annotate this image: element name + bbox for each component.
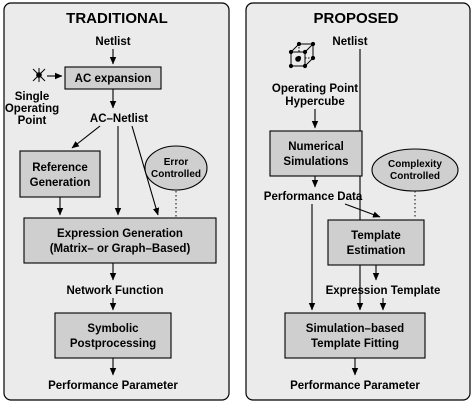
single-op-line3: Point bbox=[18, 115, 47, 127]
op-hypercube-line2: Hypercube bbox=[285, 96, 344, 108]
expression-template-label: Expression Template bbox=[326, 285, 441, 297]
traditional-title: TRADITIONAL bbox=[66, 10, 168, 27]
expression-generation-line2: (Matrix– or Graph–Based) bbox=[50, 243, 191, 255]
ac-expansion-label: AC expansion bbox=[75, 73, 152, 85]
operating-point-star-icon bbox=[32, 68, 46, 82]
error-controlled-line2: Controlled bbox=[151, 169, 201, 180]
single-op-line2: Operating bbox=[5, 103, 59, 115]
template-estimation-line2: Estimation bbox=[347, 245, 406, 257]
single-op-line1: Single bbox=[15, 91, 50, 103]
expression-generation-box bbox=[23, 217, 217, 264]
reference-generation-line2: Generation bbox=[30, 177, 91, 189]
traditional-performance-parameter: Performance Parameter bbox=[48, 380, 178, 392]
template-fitting-line1: Simulation–based bbox=[306, 323, 404, 335]
symbolic-postprocessing-box bbox=[54, 312, 172, 359]
reference-generation-line1: Reference bbox=[32, 162, 88, 174]
proposed-title: PROPOSED bbox=[313, 10, 398, 27]
numerical-simulations-line1: Numerical bbox=[288, 141, 344, 153]
performance-data-label: Performance Data bbox=[264, 191, 363, 203]
numerical-simulations-box bbox=[269, 130, 363, 177]
ac-netlist-label: AC–Netlist bbox=[90, 113, 148, 125]
template-fitting-line2: Template Fitting bbox=[311, 338, 399, 350]
symbolic-postprocessing-line2: Postprocessing bbox=[70, 338, 156, 350]
complexity-controlled-line2: Controlled bbox=[390, 171, 440, 182]
op-hypercube-line1: Operating Point bbox=[272, 83, 358, 95]
reference-generation-box bbox=[19, 150, 101, 198]
numerical-simulations-line2: Simulations bbox=[283, 156, 348, 168]
template-fitting-box bbox=[284, 312, 426, 359]
traditional-panel bbox=[3, 2, 230, 401]
error-controlled-ellipse bbox=[144, 145, 208, 191]
template-estimation-box bbox=[327, 219, 425, 266]
complexity-controlled-ellipse bbox=[371, 148, 459, 192]
proposed-netlist-label: Netlist bbox=[332, 36, 367, 48]
symbolic-postprocessing-line1: Symbolic bbox=[87, 323, 139, 335]
hypercube-icon bbox=[288, 41, 316, 69]
expression-generation-line1: Expression Generation bbox=[57, 228, 183, 240]
complexity-controlled-line1: Complexity bbox=[388, 159, 442, 170]
error-controlled-line1: Error bbox=[164, 157, 189, 168]
template-estimation-line1: Template bbox=[351, 230, 401, 242]
traditional-netlist-label: Netlist bbox=[95, 36, 130, 48]
proposed-performance-parameter: Performance Parameter bbox=[290, 380, 420, 392]
network-function-label: Network Function bbox=[66, 285, 163, 297]
proposed-panel bbox=[245, 2, 471, 401]
